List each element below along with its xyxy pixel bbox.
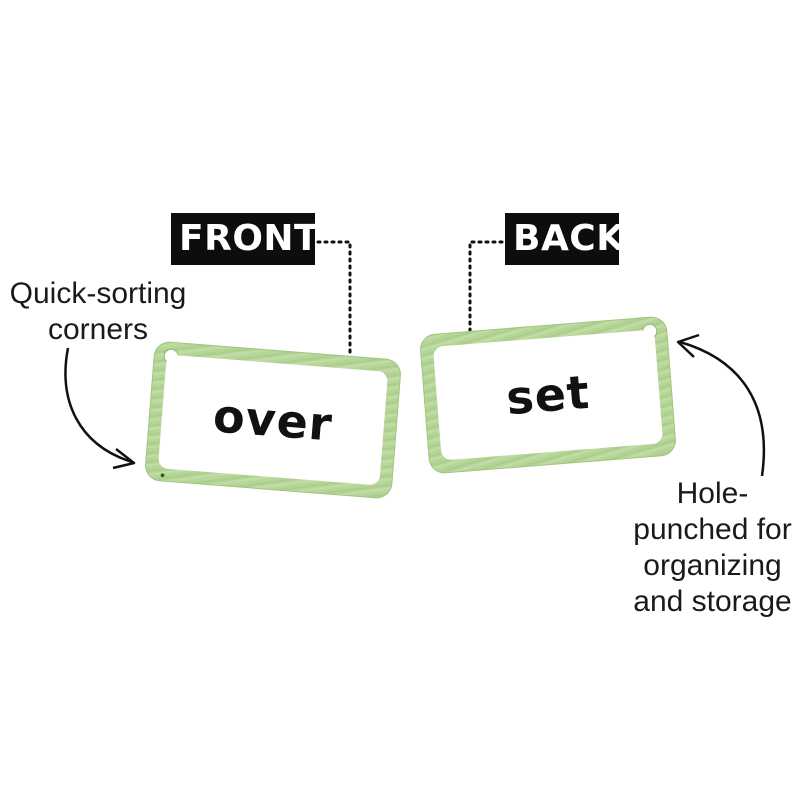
right-arrowhead	[676, 333, 700, 358]
front-dotted-connector	[316, 240, 352, 354]
quick-sorting-callout: Quick-sorting corners	[8, 276, 188, 348]
right-arrow	[679, 340, 766, 477]
left-arrow	[64, 347, 133, 464]
back-dotted-connector	[468, 240, 504, 338]
back-flash-card: set	[418, 315, 678, 475]
hole-punched-callout: Hole- punched for organizing and storage	[630, 476, 795, 620]
callout-line: punched for	[633, 513, 792, 546]
callout-line: corners	[47, 313, 149, 346]
card-face: over	[157, 354, 389, 486]
brand-mark-logo: ●	[160, 472, 165, 479]
callout-line: and storage	[633, 585, 792, 618]
card-word: over	[211, 388, 335, 452]
back-label: BACK	[505, 213, 624, 265]
front-label: FRONT	[171, 213, 319, 265]
card-face: set	[432, 329, 664, 461]
callout-line: organizing	[643, 549, 782, 582]
callout-line: Hole-	[676, 477, 749, 510]
callout-line: Quick-sorting	[9, 277, 187, 310]
left-arrowhead	[112, 448, 136, 470]
front-flash-card: over ●	[143, 340, 403, 500]
card-word: set	[504, 364, 592, 426]
